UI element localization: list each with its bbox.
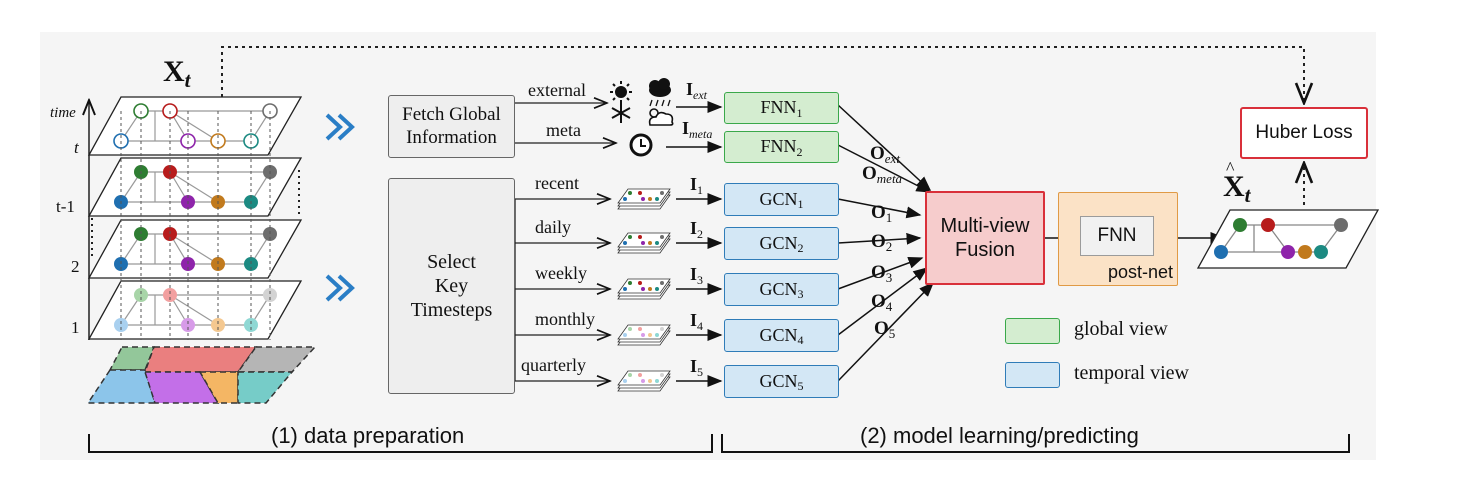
time-axis-label: time <box>50 105 76 121</box>
legend-global-label: global view <box>1074 318 1168 340</box>
sun-icon <box>610 81 632 103</box>
time-plane-0 <box>87 96 303 156</box>
time-tick-2: 2 <box>71 257 80 276</box>
node-red <box>163 288 177 302</box>
section1-bracket <box>88 434 713 453</box>
label-monthly: monthly <box>535 309 595 329</box>
region-orange <box>198 371 239 404</box>
time-tick-t-1: t-1 <box>56 197 75 216</box>
label-external: external <box>528 80 586 100</box>
time-tick-1: 1 <box>71 318 80 337</box>
clock-icon <box>629 133 653 157</box>
huber-loss-box: Huber Loss <box>1240 107 1368 159</box>
feature-4: I4 <box>690 310 703 333</box>
snapshot-stack-monthly <box>617 324 671 346</box>
output-title: Xt <box>1223 170 1252 207</box>
feature-1: I1 <box>690 174 703 197</box>
node-orange <box>211 318 225 332</box>
label-quarterly: quarterly <box>521 355 586 375</box>
snapshot-stack-weekly <box>617 278 671 300</box>
snowflake-icon <box>611 103 631 123</box>
rain-cloud-icon <box>649 78 671 107</box>
section-data-preparation: (1) data preparation <box>271 423 465 448</box>
node-blue <box>114 318 128 332</box>
snapshot-stack-quarterly <box>617 370 671 392</box>
out-4: O4 <box>871 291 893 314</box>
section2-bracket <box>721 434 1350 453</box>
feedback-loop <box>221 46 1304 103</box>
postnet-fnn-box: FNN <box>1080 216 1154 256</box>
time-tick-t: t <box>74 138 80 157</box>
feature-ext: Iext <box>686 79 708 102</box>
node-teal <box>244 318 258 332</box>
partly-cloudy-icon <box>648 108 674 126</box>
temporal-branches: recent I1 daily I2 weekly I3 monthly I4 quarterl… <box>514 173 723 392</box>
postnet-label: post-net <box>1108 262 1174 282</box>
chevron-icon-bottom <box>325 274 355 302</box>
time-plane-2 <box>87 219 303 279</box>
region-red <box>143 346 258 373</box>
fusion-inputs <box>837 104 935 382</box>
legend-global-swatch <box>1005 318 1060 344</box>
feature-5: I5 <box>690 356 703 379</box>
chevron-icon-top <box>325 113 355 141</box>
out-meta: Ometa <box>862 163 903 186</box>
legend-temporal-label: temporal view <box>1074 362 1189 384</box>
out-1: O1 <box>871 202 892 225</box>
region-teal <box>237 371 294 404</box>
snapshot-stack-daily <box>617 232 671 254</box>
label-weekly: weekly <box>535 263 587 283</box>
region-green <box>108 346 156 371</box>
out-3: O3 <box>871 262 892 285</box>
label-recent: recent <box>535 173 579 193</box>
node-green <box>134 288 148 302</box>
graph-stack <box>87 96 303 340</box>
snapshot-stack-recent <box>617 188 671 210</box>
time-plane-3 <box>87 280 303 340</box>
out-2: O2 <box>871 231 892 254</box>
region-map <box>86 346 317 404</box>
feature-meta: Imeta <box>682 118 712 141</box>
region-blue <box>86 369 157 404</box>
node-gray <box>263 288 277 302</box>
section-model-learning: (2) model learning/predicting <box>860 423 1139 448</box>
out-ext: Oext <box>870 143 900 166</box>
output-graph <box>1196 209 1380 269</box>
feature-2: I2 <box>690 218 703 241</box>
legend-temporal-swatch <box>1005 362 1060 388</box>
node-purple <box>181 318 195 332</box>
time-plane-1 <box>87 157 303 217</box>
out-5: O5 <box>874 318 895 341</box>
label-daily: daily <box>535 217 571 237</box>
input-title: Xt <box>163 55 192 92</box>
feature-3: I3 <box>690 264 703 287</box>
label-meta: meta <box>546 120 581 140</box>
output-title-hat: ^ <box>1226 158 1235 178</box>
